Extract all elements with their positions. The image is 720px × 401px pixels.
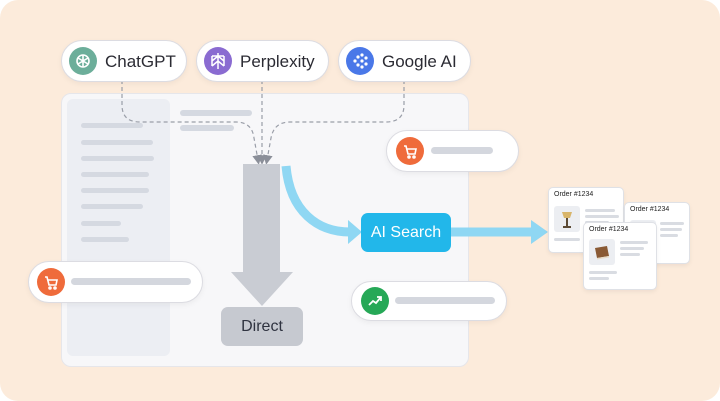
placeholder-bar bbox=[589, 271, 617, 274]
order-title: Order #1234 bbox=[554, 191, 594, 198]
cart-icon bbox=[396, 137, 424, 165]
source-label: Perplexity bbox=[240, 52, 315, 71]
book-icon bbox=[589, 239, 615, 265]
sidebar-line bbox=[81, 204, 143, 209]
ai-search-label: AI Search bbox=[370, 223, 442, 241]
order-card: Order #1234 bbox=[583, 222, 657, 290]
openai-icon bbox=[69, 47, 97, 75]
sidebar-line bbox=[81, 156, 154, 161]
header-line bbox=[180, 125, 234, 131]
placeholder-bar bbox=[620, 247, 644, 250]
placeholder-bar bbox=[585, 209, 615, 212]
sidebar-line bbox=[81, 237, 129, 242]
ai-search-box: AI Search bbox=[361, 213, 451, 252]
direct-box: Direct bbox=[221, 307, 303, 346]
order-title: Order #1234 bbox=[589, 226, 629, 233]
orders-arrowhead bbox=[531, 220, 548, 244]
placeholder-bar bbox=[620, 253, 640, 256]
placeholder-bar bbox=[554, 238, 580, 241]
source-chatgpt[interactable]: ChatGPT bbox=[61, 40, 187, 82]
placeholder-bar bbox=[620, 241, 648, 244]
chatgpt-connector bbox=[121, 80, 262, 165]
placeholder-bar bbox=[660, 234, 678, 237]
trending-up-icon bbox=[361, 287, 389, 315]
placeholder-bar bbox=[589, 277, 609, 280]
cart-notification bbox=[28, 261, 203, 303]
sidebar-line bbox=[81, 140, 153, 145]
dashboard-sidebar bbox=[67, 99, 170, 356]
header-line bbox=[180, 110, 252, 116]
order-title: Order #1234 bbox=[630, 206, 670, 213]
direct-label: Direct bbox=[241, 317, 283, 335]
placeholder-bar bbox=[431, 147, 493, 154]
lamp-icon bbox=[554, 206, 580, 232]
placeholder-bar bbox=[395, 297, 495, 304]
placeholder-bar bbox=[71, 278, 191, 285]
source-perplexity[interactable]: Perplexity bbox=[196, 40, 329, 82]
sidebar-line bbox=[81, 188, 149, 193]
placeholder-bar bbox=[660, 222, 684, 225]
placeholder-bar bbox=[660, 228, 682, 231]
placeholder-bar bbox=[585, 215, 619, 218]
ai-search-arrowhead bbox=[348, 220, 362, 244]
source-google-ai[interactable]: Google AI bbox=[338, 40, 471, 82]
google-ai-connector bbox=[263, 80, 405, 165]
perplexity-icon bbox=[204, 47, 232, 75]
cart-icon bbox=[37, 268, 65, 296]
source-label: ChatGPT bbox=[105, 52, 176, 71]
cart-notification bbox=[386, 130, 519, 172]
sidebar-line bbox=[81, 123, 143, 128]
direct-arrow bbox=[231, 164, 293, 306]
sidebar-line bbox=[81, 221, 121, 226]
google-ai-icon bbox=[346, 47, 374, 75]
sidebar-line bbox=[81, 172, 149, 177]
ai-search-arrow bbox=[281, 165, 351, 237]
trend-notification bbox=[351, 281, 507, 321]
source-label: Google AI bbox=[382, 52, 457, 71]
